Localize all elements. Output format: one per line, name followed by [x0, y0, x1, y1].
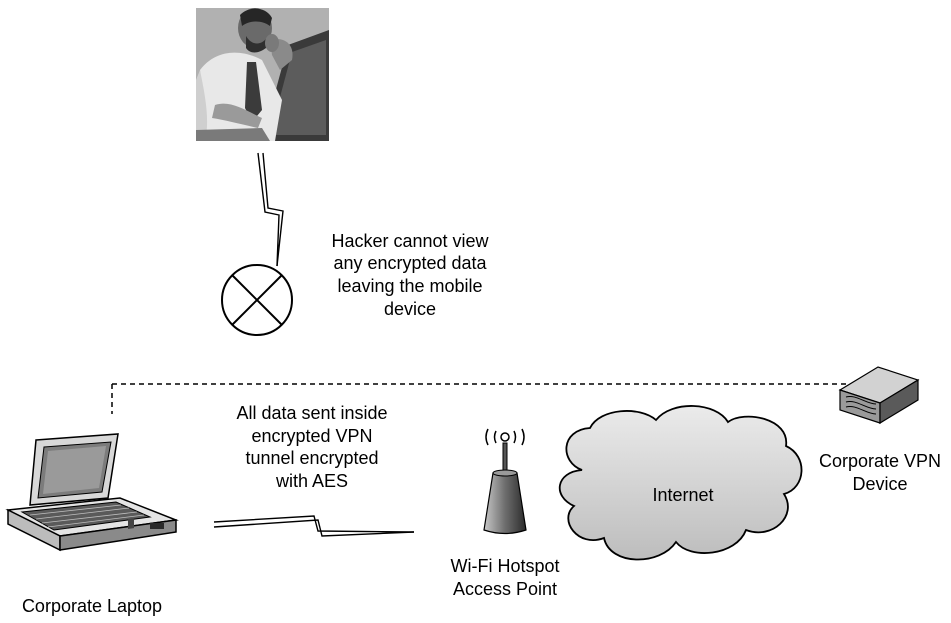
hacker-photo — [196, 8, 329, 141]
vpn-dashed-connection — [111, 383, 848, 414]
tunnel-note: All data sent inside encrypted VPN tunne… — [236, 403, 387, 491]
wifi-antenna-icon — [483, 428, 527, 535]
tunnel-note-line-4: with AES — [275, 471, 348, 491]
access-point-label-line-2: Access Point — [453, 579, 557, 599]
tunnel-note-line-2: encrypted VPN — [251, 426, 372, 446]
hacker-note: Hacker cannot view any encrypted data le… — [331, 231, 489, 319]
tunnel-note-line-3: tunnel encrypted — [245, 448, 378, 468]
wireless-link-bolt-vertical — [262, 152, 284, 267]
blocked-x-circle-icon — [221, 264, 293, 336]
tunnel-note-line-1: All data sent inside — [236, 403, 387, 423]
vpn-device-label-line-2: Device — [852, 474, 907, 494]
hacker-note-line-2: any encrypted data — [333, 253, 487, 273]
internet-label: Internet — [652, 485, 713, 505]
wireless-link-bolt-horizontal — [213, 519, 415, 537]
wireless-link-bolt-vertical-edge — [257, 152, 280, 267]
laptop-icon — [5, 433, 179, 552]
cloud-icon — [558, 405, 803, 561]
hacker-note-line-4: device — [384, 299, 436, 319]
access-point-label-line-1: Wi-Fi Hotspot — [450, 556, 559, 576]
hacker-note-line-3: leaving the mobile — [337, 276, 482, 296]
wireless-link-bolt-horizontal-edge — [213, 515, 415, 533]
laptop-label: Corporate Laptop — [22, 596, 162, 616]
vpn-device-label-line-1: Corporate VPN — [819, 451, 941, 471]
hacker-note-line-1: Hacker cannot view — [331, 231, 489, 251]
vpn-appliance-icon — [838, 366, 920, 425]
